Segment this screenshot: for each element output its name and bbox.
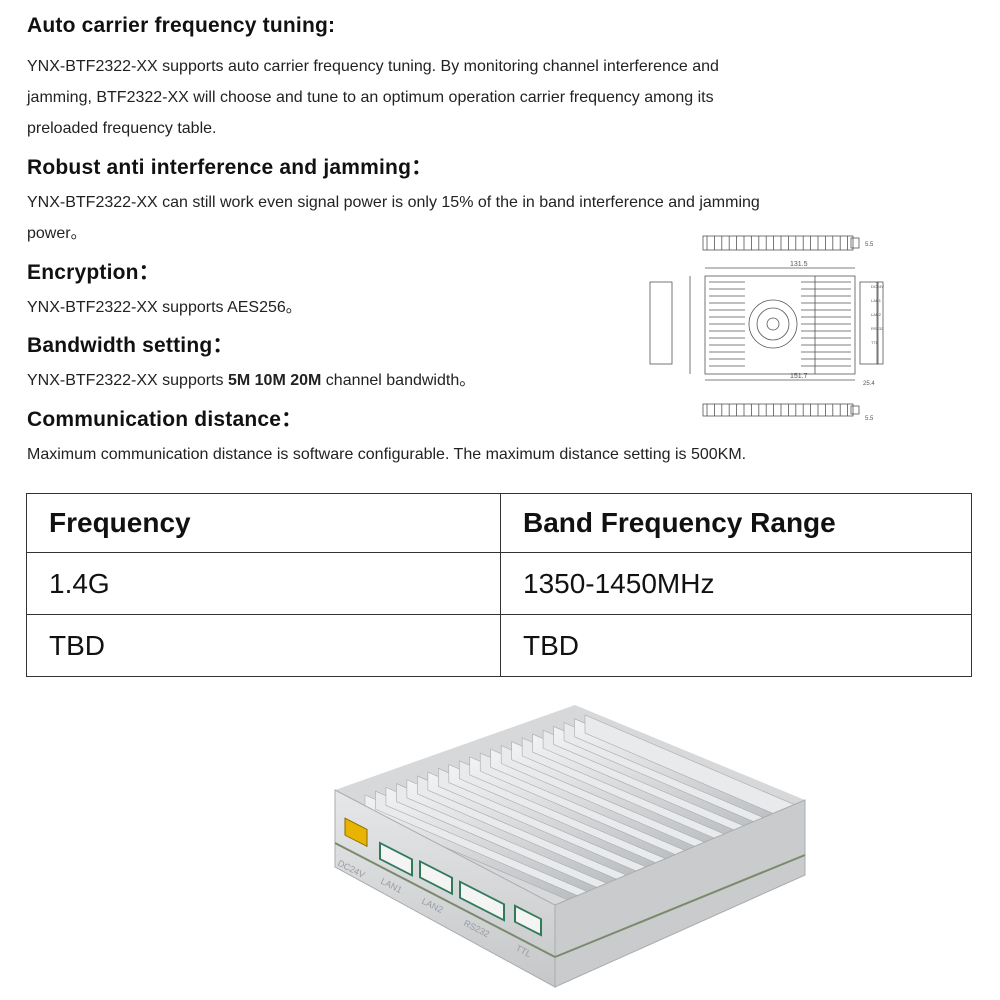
drawing-port-label-4: RS232 [871,326,884,331]
product-image: DC24V LAN1 LAN2 RS232 TTL [334,705,806,988]
drawing-port-label-3: LAN2 [871,312,882,317]
bandwidth-prefix: YNX-BTF2322-XX supports [27,372,228,389]
auto-tuning-line-3: preloaded frequency table. [27,120,217,137]
bandwidth-line: YNX-BTF2322-XX supports 5M 10M 20M chann… [27,365,475,396]
device-right-face [554,799,806,988]
comm-distance-line: Maximum communication distance is softwa… [27,446,747,463]
heading-encryption: Encryption： [27,261,160,284]
top-view-fins [706,236,849,250]
drawing-port-label-5: TTL [871,340,879,345]
table-header-row: Frequency Band Frequency Range [26,493,972,553]
header-band-range: Band Frequency Range [500,493,972,553]
rs232-connector [459,880,505,922]
heading-bandwidth: Bandwidth setting： [27,334,234,357]
encryption-line: YNX-BTF2322-XX supports AES256。 [27,299,302,316]
dim-top-width: 131.5 [790,261,808,268]
power-connector [344,817,368,848]
dim-side-depth: 25.4 [863,381,875,387]
bandwidth-suffix: channel bandwidth。 [321,372,476,389]
drawing-port-label-1: DC24V [871,284,884,289]
side-view-fins [706,404,849,416]
dim-bottom-width: 151.7 [790,373,808,380]
lan2-connector [419,859,453,896]
cell-frequency: TBD [26,614,501,677]
lan1-connector [379,841,413,877]
heatsink-fins [364,714,801,906]
dim-right-bottom: 5.5 [865,416,874,422]
plan-fins [709,281,851,367]
technical-drawing: 5.5 131.5 151.7 25.4 DC24V LAN1 LAN2 RS2… [649,235,884,422]
cell-frequency: 1.4G [26,552,501,615]
drawing-port-labels: DC24V LAN1 LAN2 RS232 TTL [871,284,884,345]
table-row: 1.4G 1350-1450MHz [26,552,972,615]
heading-comm-distance: Communication distance： [27,408,303,431]
anti-interference-line-2: power。 [27,225,87,242]
table-row: TBD TBD [26,614,972,677]
frequency-table: Frequency Band Frequency Range 1.4G 1350… [26,493,972,677]
side-view [702,403,860,417]
header-frequency: Frequency [26,493,501,553]
auto-tuning-line-2: jamming, BTF2322-XX will choose and tune… [27,89,714,106]
drawing-port-label-2: LAN1 [871,298,882,303]
anti-interference-line-1: YNX-BTF2322-XX can still work even signa… [27,194,760,211]
plan-view [649,267,884,381]
heading-auto-carrier-tuning: Auto carrier frequency tuning: [27,14,336,37]
ttl-connector [514,904,542,937]
auto-tuning-line-1: YNX-BTF2322-XX supports auto carrier fre… [27,58,719,75]
bandwidth-values: 5M 10M 20M [227,372,322,389]
cell-band-range: 1350-1450MHz [500,552,972,615]
dim-right-top: 5.5 [865,242,874,248]
cell-band-range: TBD [500,614,972,677]
heading-anti-interference: Robust anti interference and jamming： [27,156,433,179]
top-view [702,235,860,251]
